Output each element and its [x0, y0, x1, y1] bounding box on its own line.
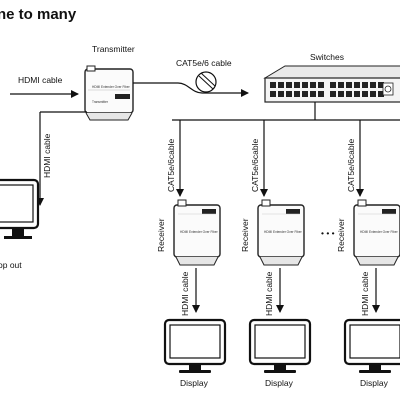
branch-cat-label: CAT5e/6cable — [250, 138, 260, 192]
switch-port — [346, 91, 352, 97]
switch-port — [330, 91, 336, 97]
switch-port — [310, 82, 316, 88]
transmitter-device: HDMI Extender Over Fiber Transmitter — [84, 65, 134, 121]
switch-port — [278, 91, 284, 97]
receiver-face-text: HDMI Extender Over Fiber — [264, 230, 303, 234]
switch-port — [330, 82, 336, 88]
transmitter-tag-text: Transmitter — [92, 100, 109, 104]
branch-receiver-label: Receiver — [336, 218, 346, 252]
diagram-title: ne to many — [0, 6, 77, 23]
switch-port — [362, 91, 368, 97]
transmitter-label: Transmitter — [92, 44, 135, 54]
receiver-face-text: HDMI Extender Over Fiber — [180, 230, 219, 234]
branch-hdmi-label: HDMI cable — [180, 271, 190, 316]
switch-port — [318, 82, 324, 88]
network-switch — [263, 65, 400, 103]
switch-port — [338, 82, 344, 88]
switch-port-grid — [270, 82, 384, 97]
tx-cat-label: CAT5e/6 cable — [176, 58, 232, 68]
branch-hdmi-label: HDMI cable — [264, 271, 274, 316]
loop-out-label: op out — [0, 260, 22, 270]
switch-port — [270, 82, 276, 88]
display-monitor — [343, 318, 400, 375]
switch-port — [294, 82, 300, 88]
branch-display-label: Display — [360, 378, 389, 388]
display-monitor — [248, 318, 312, 375]
switch-port — [318, 91, 324, 97]
switch-port — [270, 91, 276, 97]
hdmi-input-label: HDMI cable — [18, 75, 63, 85]
switch-port — [370, 82, 376, 88]
switch-port — [278, 82, 284, 88]
branch-display-label: Display — [265, 378, 294, 388]
display-monitor — [163, 318, 227, 375]
switch-port — [302, 82, 308, 88]
switch-port — [310, 91, 316, 97]
switch-label: Switches — [310, 52, 344, 62]
receiver-face-text: HDMI Extender Over Fiber — [360, 230, 399, 234]
switch-port — [354, 91, 360, 97]
branch-cat-label: CAT5e/6cable — [166, 138, 176, 192]
transmitter-face-text: HDMI Extender Over Fiber — [92, 85, 131, 89]
switch-port — [354, 82, 360, 88]
switch-port — [294, 91, 300, 97]
branch-receiver-label: Receiver — [156, 218, 166, 252]
switch-port — [286, 82, 292, 88]
switch-port — [378, 82, 384, 88]
branch-hdmi-label: HDMI cable — [360, 271, 370, 316]
switch-port — [346, 82, 352, 88]
switch-port — [302, 91, 308, 97]
ellipsis: • • • — [321, 228, 335, 238]
tx-to-switch-cable — [133, 82, 249, 97]
branch-display-label: Display — [180, 378, 209, 388]
switch-port — [362, 82, 368, 88]
branch-receiver-label: Receiver — [240, 218, 250, 252]
switch-port — [378, 91, 384, 97]
switch-port — [370, 91, 376, 97]
switch-port — [338, 91, 344, 97]
branch-cat-label: CAT5e/6cable — [346, 138, 356, 192]
loop-out-cable-label: HDMI cable — [42, 133, 52, 178]
switch-port — [286, 91, 292, 97]
loop-out-monitor — [0, 178, 40, 239]
